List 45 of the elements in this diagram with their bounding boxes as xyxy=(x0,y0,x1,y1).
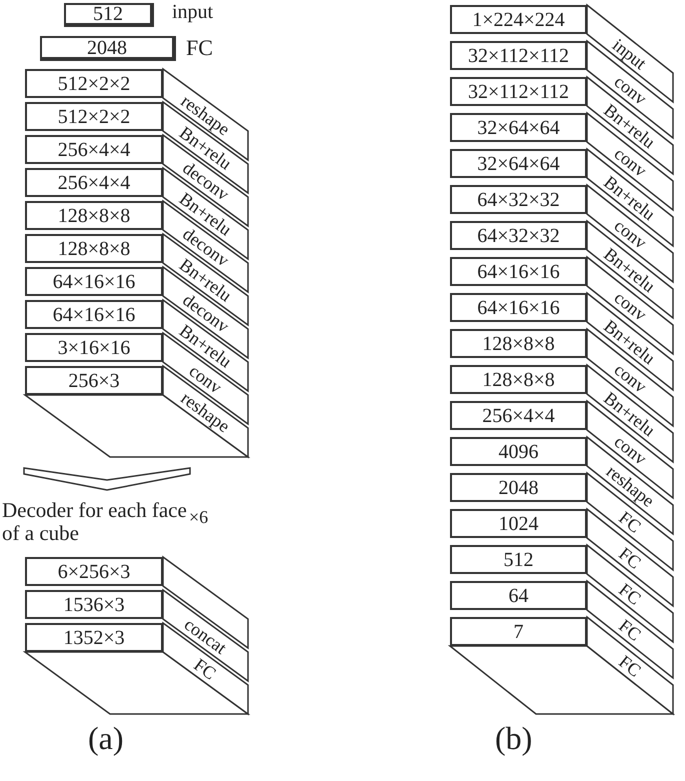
layer-box: 32×112×112 xyxy=(450,77,587,106)
caption-text: ×6 xyxy=(189,508,208,526)
layer-box: 1024 xyxy=(450,509,587,538)
layer-box: 6×256×3 xyxy=(25,557,163,586)
layer-box: 64×32×32 xyxy=(450,185,587,214)
layer-box: 128×8×8 xyxy=(450,365,587,394)
caption-text: Decoder for each face of a cube xyxy=(2,499,188,546)
operation-label: FC xyxy=(616,652,644,680)
layer-box: 64×16×16 xyxy=(25,267,163,296)
layer-box: 1×224×224 xyxy=(450,5,587,34)
layer-box: 2048 xyxy=(450,473,587,502)
caption-text: (a) xyxy=(88,722,124,754)
layer-box: 64×32×32 xyxy=(450,221,587,250)
layer-box: 512×2×2 xyxy=(25,102,163,131)
layer-box: 3×16×16 xyxy=(25,333,163,362)
operation-label: FC xyxy=(616,508,644,536)
layer-box: 7 xyxy=(450,617,587,646)
layer-box: 64×16×16 xyxy=(450,293,587,322)
layer-box: 256×4×4 xyxy=(450,401,587,430)
layer-box: 512 xyxy=(64,3,154,27)
layer-box: 32×112×112 xyxy=(450,41,587,70)
layer-box: 32×64×64 xyxy=(450,113,587,142)
layer-type-label: FC xyxy=(186,37,213,59)
layer-box: 512 xyxy=(450,545,587,574)
layer-box: 64×16×16 xyxy=(450,257,587,286)
operation-label: FC xyxy=(616,544,644,572)
layer-box: 1352×3 xyxy=(25,623,163,652)
layer-box: 512×2×2 xyxy=(25,69,163,98)
layer-box: 64×16×16 xyxy=(25,300,163,329)
layer-box: 256×4×4 xyxy=(25,168,163,197)
caption-text: (b) xyxy=(495,722,532,754)
layer-box: 4096 xyxy=(450,437,587,466)
layer-box: 64 xyxy=(450,581,587,610)
layer-type-label: input xyxy=(172,2,214,22)
layer-box: 256×3 xyxy=(25,366,163,395)
layer-box: 1536×3 xyxy=(25,590,163,619)
layer-box: 2048 xyxy=(40,36,176,61)
operation-label: FC xyxy=(616,616,644,644)
operation-label: FC xyxy=(616,580,644,608)
layer-box: 128×8×8 xyxy=(450,329,587,358)
layer-box: 32×64×64 xyxy=(450,149,587,178)
layer-box: 128×8×8 xyxy=(25,234,163,263)
operation-label: FC xyxy=(191,654,220,682)
layer-box: 256×4×4 xyxy=(25,135,163,164)
layer-box: 128×8×8 xyxy=(25,201,163,230)
